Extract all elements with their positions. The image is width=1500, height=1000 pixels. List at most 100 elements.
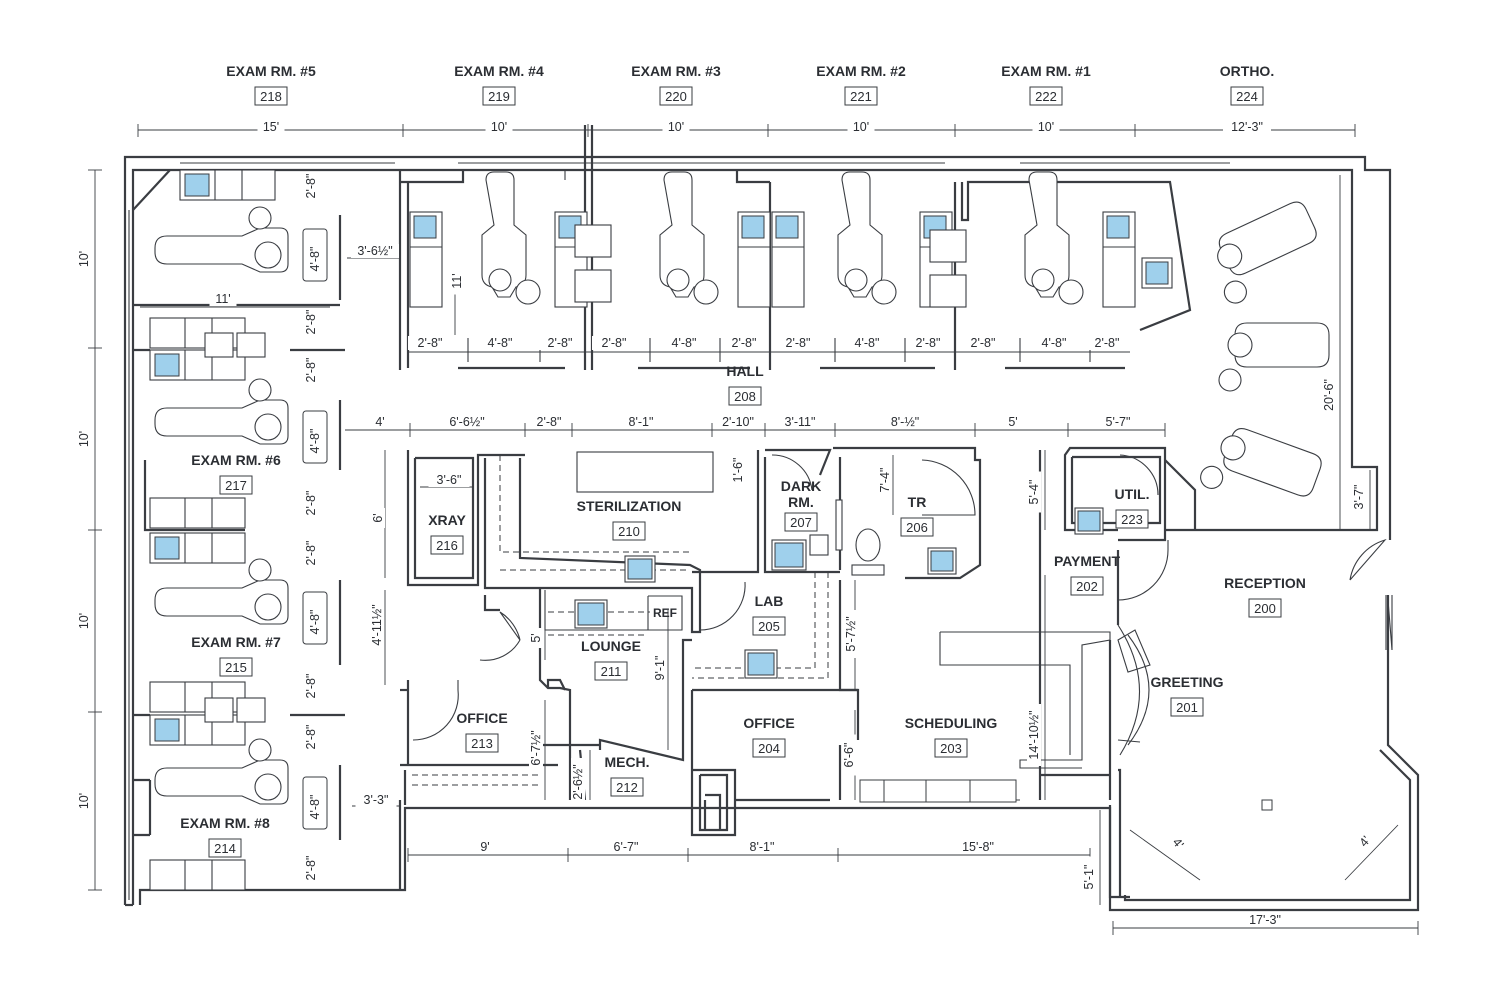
dimension-bg	[842, 734, 856, 776]
dimension-bg	[605, 840, 647, 854]
dimension-d-91: 9'-1"	[653, 656, 667, 681]
ortho-chair	[1200, 427, 1322, 497]
equipment-unit	[771, 539, 807, 571]
dimension-2-8-marker: 2'-8"	[304, 856, 318, 881]
storage-frame	[576, 451, 714, 493]
room-number: 214	[214, 841, 236, 856]
room-number-box	[1115, 509, 1149, 529]
room-number: 220	[665, 89, 687, 104]
room-number: 208	[734, 389, 756, 404]
outer-walls	[123, 155, 1420, 912]
dimension-4-8-marker: 4'-8"	[308, 610, 322, 635]
room-name: EXAM RM. #3	[631, 63, 721, 79]
ortho-chair	[1218, 322, 1330, 392]
dimension-d-16: 1'-6"	[731, 458, 745, 483]
dimension-bg	[529, 628, 543, 648]
room-number: 216	[436, 538, 458, 553]
room-number-box	[594, 661, 628, 681]
dimension-bg	[653, 647, 667, 689]
room-label-219: EXAM RM. #4 219	[454, 63, 544, 106]
top-windows	[128, 162, 1230, 900]
instrument-cart	[929, 229, 967, 308]
room-number-box	[784, 512, 818, 532]
dimension-bg	[878, 459, 892, 501]
room-name: OFFICE	[456, 710, 507, 726]
dimension-2-8-marker: 2'-8"	[304, 674, 318, 699]
room-name: HALL	[726, 363, 764, 379]
dimension-bg	[1353, 829, 1377, 854]
room-number: 213	[471, 736, 493, 751]
dimension-4-8-marker: 4'-8"	[488, 336, 513, 350]
dimension-bg	[714, 415, 762, 429]
room-number: 210	[618, 524, 640, 539]
dimension-bg	[450, 267, 464, 295]
dimension-bg	[1032, 120, 1060, 134]
dimension-bg	[1241, 913, 1289, 927]
room-number-box	[208, 838, 242, 858]
dimension-bottom-67: 6'-7"	[614, 840, 639, 854]
room-number: 224	[1236, 89, 1258, 104]
dimension-hall-28: 2'-8"	[537, 415, 562, 429]
dimension-bottom-173: 17'-3"	[1249, 913, 1281, 927]
dimension-bg	[355, 793, 397, 807]
dimension-bg	[1082, 856, 1096, 898]
dental-chair	[154, 378, 289, 445]
dimension-top-224: 12'-3"	[1231, 120, 1263, 134]
dimension-d-54: 5'-4"	[1027, 480, 1041, 505]
room-number-box	[1170, 697, 1204, 717]
dimension-hall-805: 8'-½"	[891, 415, 919, 429]
dimension-4-8-marker: 4'-8"	[855, 336, 880, 350]
grab-bar	[835, 499, 843, 551]
dimension-bg	[428, 473, 470, 487]
dimension-2-8-marker: 2'-8"	[304, 310, 318, 335]
room-number: 219	[488, 89, 510, 104]
dimension-d-51: 5'-1"	[1082, 865, 1096, 890]
room-name: EXAM RM. #8	[180, 815, 270, 831]
dimension-bg	[77, 607, 91, 635]
room-number-box	[1248, 598, 1282, 618]
dimension-hall-210: 2'-10"	[722, 415, 754, 429]
dimension-bg	[408, 336, 452, 350]
dimension-d-675: 6'-7½"	[529, 730, 543, 765]
dimension-bg	[351, 244, 399, 258]
dimension-bg	[1223, 120, 1271, 134]
cabinet	[737, 211, 771, 308]
dimension-bg	[1097, 415, 1139, 429]
dental-chair	[659, 171, 719, 305]
dimension-bg	[906, 336, 950, 350]
room-number: 222	[1035, 89, 1057, 104]
dimension-d-5: 5'	[529, 633, 543, 642]
room-number: 223	[1121, 512, 1143, 527]
dimension-d-6: 6'	[371, 513, 385, 522]
room-name: EXAM RM. #4	[454, 63, 544, 79]
room-label-223: UTIL.223	[1115, 486, 1150, 529]
toilet	[851, 528, 885, 576]
room-name: SCHEDULING	[905, 715, 998, 731]
room-number-box	[430, 535, 464, 555]
dimension-bg	[776, 415, 824, 429]
dimension-2-8-marker: 2'-8"	[548, 336, 573, 350]
dimension-2-8-marker: 2'-8"	[304, 725, 318, 750]
room-number-box	[1070, 576, 1104, 596]
dimension-bg	[884, 415, 926, 429]
room-number-box	[752, 738, 786, 758]
dimension-hall-81: 8'-1"	[629, 415, 654, 429]
room-number: 217	[225, 478, 247, 493]
room-number: 212	[616, 780, 638, 795]
dimension-bg	[776, 336, 820, 350]
cabinet	[771, 211, 805, 308]
dimension-top-221: 10'	[853, 120, 869, 134]
dimension-bg	[485, 120, 513, 134]
room-name: PAYMENT	[1054, 553, 1121, 569]
cabinet	[149, 497, 246, 529]
room-name: STERILIZATION	[577, 498, 682, 514]
dimension-bg	[538, 336, 582, 350]
room-name: EXAM RM. #2	[816, 63, 906, 79]
dimension-d-14105: 14'-10½"	[1027, 710, 1041, 759]
dimension-4-8-marker: 4'-8"	[1042, 336, 1067, 350]
dimension-bg	[961, 336, 1005, 350]
